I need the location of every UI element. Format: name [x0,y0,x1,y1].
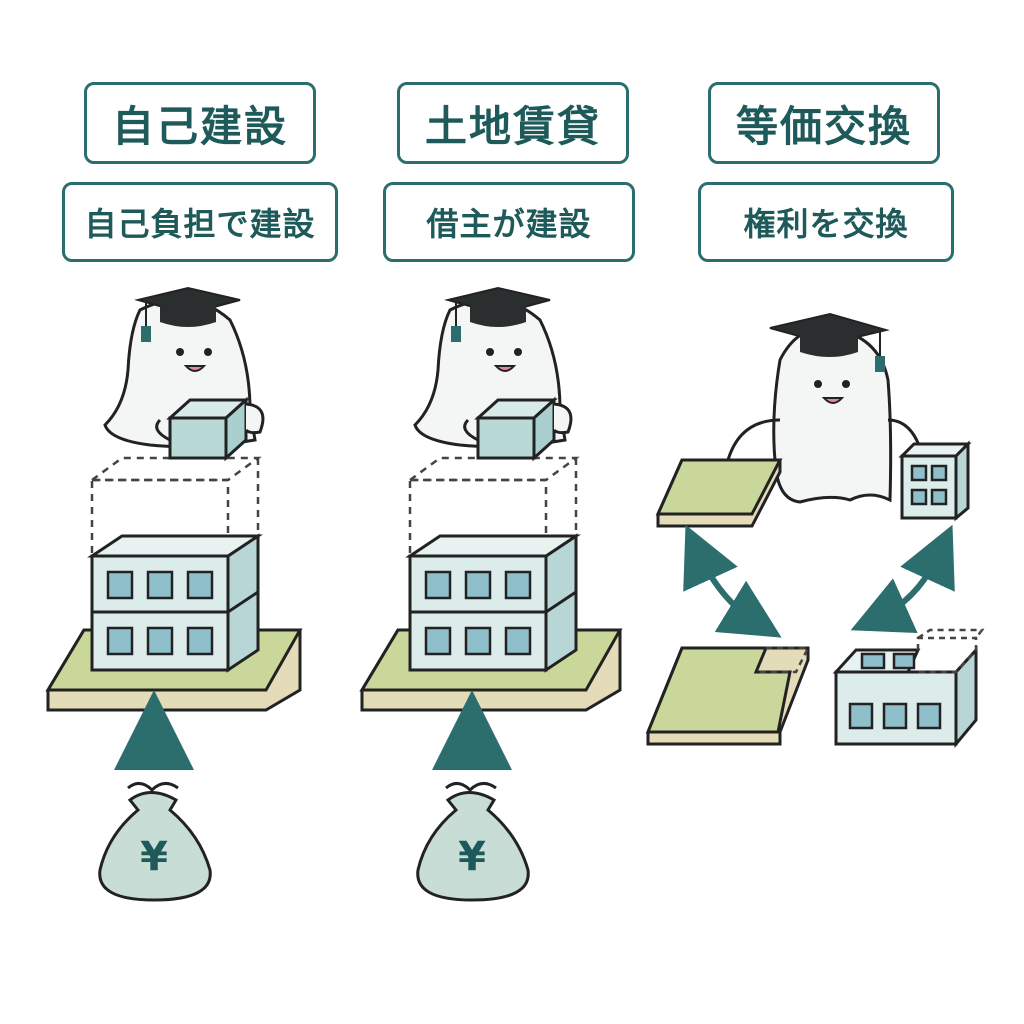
panel-title: 等価交換 [708,82,940,164]
money-bag-icon: ¥ [416,782,530,902]
land-plot-partial-icon [645,646,811,746]
panel-equivalent-exchange: 等価交換 権利を交換 [682,0,1024,1024]
building-icon [405,533,581,673]
building-block-icon [463,396,573,462]
equivalent-exchange-illustration [645,312,985,749]
land-plot-icon [655,458,783,528]
panel-subtitle: 権利を交換 [698,182,954,262]
graduation-cap-icon [134,286,241,342]
yen-symbol: ¥ [140,834,168,880]
building-block-icon [155,396,265,462]
panel-subtitle: 借主が建設 [383,182,635,262]
building-icon [87,533,263,673]
money-bag-icon: ¥ [98,782,212,902]
double-arrow-icon [683,524,955,638]
self-construction-illustration: ¥ [45,286,303,902]
panel-title: 土地賃貸 [397,82,629,164]
panel-subtitle: 自己負担で建設 [62,182,338,262]
panel-self-construction: 自己建設 自己負担で建設 [0,0,341,1024]
panel-title: 自己建設 [84,82,316,164]
graduation-cap-icon [769,312,890,372]
yen-symbol: ¥ [458,834,486,880]
building-partial-icon [832,628,985,749]
building-icon [898,440,972,522]
panel-land-lease: 土地賃貸 借主が建設 [341,0,682,1024]
land-lease-illustration: ¥ [359,286,623,902]
graduation-cap-icon [444,286,551,342]
